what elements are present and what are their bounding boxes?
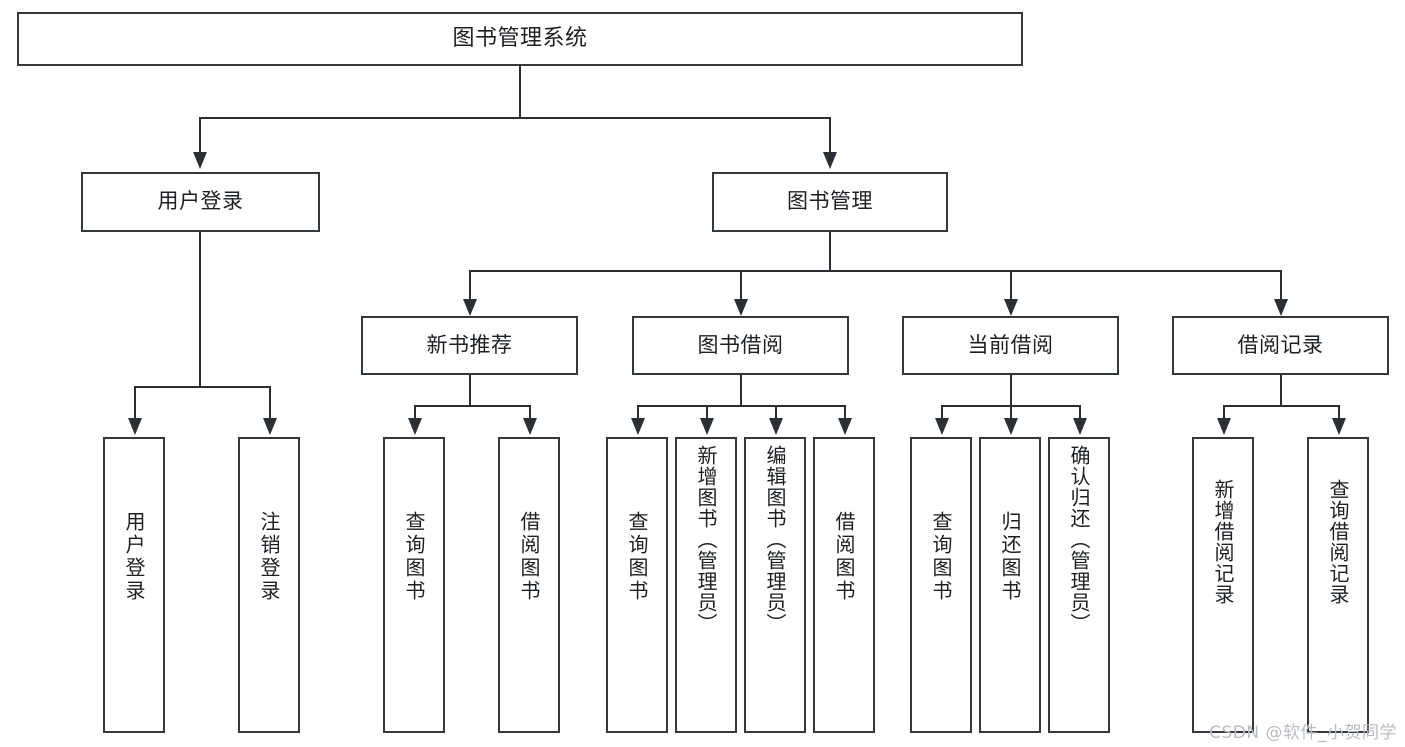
node-user-login[interactable]: 用户登录 [81, 172, 320, 232]
leaf-nbr-query-books[interactable]: 查询图书 [383, 437, 445, 733]
arrowhead-cb-leaf-3 [1073, 418, 1087, 435]
connector-user-login-bar [134, 386, 271, 388]
node-label: 查询借阅记录 [1326, 479, 1350, 605]
arrowhead-book-borrow [734, 299, 748, 316]
connector-cb-to-leaf-1 [941, 405, 943, 420]
leaf-cb-query-books[interactable]: 查询图书 [910, 437, 972, 733]
connector-to-current-borrow [1010, 270, 1012, 302]
node-book-borrow[interactable]: 图书借阅 [632, 316, 849, 375]
connector-br-to-leaf-2 [1338, 405, 1340, 420]
connector-nbr-to-leaf-2 [529, 405, 531, 420]
connector-to-borrow-record [1280, 270, 1282, 302]
node-label: 查询图书 [929, 511, 953, 603]
connector-bb-trunk [740, 375, 742, 405]
connector-book-management-trunk [829, 232, 831, 270]
node-label: 确认归还（管理员） [1067, 445, 1091, 634]
node-label: 归还图书 [998, 511, 1022, 603]
arrowhead-br-leaf-1 [1217, 418, 1231, 435]
leaf-bb-add-book-admin[interactable]: 新增图书（管理员） [675, 437, 737, 733]
connector-bb-to-leaf-3 [775, 405, 777, 420]
connector-cb-to-leaf-2 [1010, 405, 1012, 420]
leaf-br-query-record[interactable]: 查询借阅记录 [1307, 437, 1369, 733]
connector-user-login-to-leaf-1 [134, 386, 136, 420]
watermark-text: CSDN @软件_小贺同学 [1209, 723, 1397, 743]
connector-root-bar [199, 117, 831, 119]
leaf-cb-confirm-return-admin[interactable]: 确认归还（管理员） [1048, 437, 1110, 733]
leaf-bb-borrow-books[interactable]: 借阅图书 [813, 437, 875, 733]
connector-br-to-leaf-1 [1223, 405, 1225, 420]
node-borrow-record[interactable]: 借阅记录 [1172, 316, 1389, 375]
arrowhead-cb-leaf-2 [1004, 418, 1018, 435]
leaf-br-add-record[interactable]: 新增借阅记录 [1192, 437, 1254, 733]
node-label: 查询图书 [402, 511, 426, 603]
connector-br-trunk [1280, 375, 1282, 405]
connector-root-trunk [519, 66, 521, 117]
arrowhead-user-login-leaf-1 [128, 418, 142, 435]
node-label: 借阅图书 [517, 511, 541, 603]
connector-nbr-bar [414, 405, 531, 407]
node-label: 借阅图书 [832, 511, 856, 603]
node-label: 新书推荐 [426, 332, 513, 357]
connector-nbr-trunk [469, 375, 471, 405]
arrowhead-bb-leaf-2 [700, 418, 714, 435]
connector-user-login-trunk [199, 232, 201, 386]
arrowhead-borrow-record [1274, 299, 1288, 316]
connector-root-to-user-login [199, 117, 201, 155]
connector-nbr-to-leaf-1 [414, 405, 416, 420]
leaf-cb-return-books[interactable]: 归还图书 [979, 437, 1041, 733]
connector-cb-to-leaf-3 [1079, 405, 1081, 420]
node-root-book-management-system[interactable]: 图书管理系统 [17, 12, 1023, 66]
connector-bb-to-leaf-4 [844, 405, 846, 420]
leaf-bb-edit-book-admin[interactable]: 编辑图书（管理员） [744, 437, 806, 733]
node-label: 图书管理系统 [452, 25, 588, 51]
arrowhead-new-book-recommend [463, 299, 477, 316]
node-label: 用户登录 [157, 189, 244, 214]
node-label: 图书借阅 [697, 332, 784, 357]
arrowhead-bb-leaf-3 [769, 418, 783, 435]
node-label: 注销登录 [257, 511, 281, 603]
arrowhead-root-to-user-login [193, 152, 207, 169]
connector-bb-to-leaf-1 [637, 405, 639, 420]
node-current-borrow[interactable]: 当前借阅 [902, 316, 1119, 375]
node-label: 当前借阅 [967, 332, 1054, 357]
connector-bb-bar [637, 405, 845, 407]
node-label: 借阅记录 [1237, 332, 1324, 357]
leaf-bb-query-books[interactable]: 查询图书 [606, 437, 668, 733]
node-label: 查询图书 [625, 511, 649, 603]
node-label: 新增借阅记录 [1211, 479, 1235, 605]
connector-root-to-book-management [829, 117, 831, 155]
arrowhead-root-to-book-management [823, 152, 837, 169]
connector-to-book-borrow [740, 270, 742, 302]
connector-user-login-to-leaf-2 [269, 386, 271, 420]
connector-to-new-book-recommend [469, 270, 471, 302]
node-label: 图书管理 [787, 189, 873, 214]
connector-br-bar [1223, 405, 1340, 407]
leaf-user-login-signin[interactable]: 用户登录 [103, 437, 165, 733]
node-label: 编辑图书（管理员） [763, 445, 787, 634]
arrowhead-current-borrow [1004, 299, 1018, 316]
arrowhead-nbr-leaf-1 [408, 418, 422, 435]
connector-bb-to-leaf-2 [706, 405, 708, 420]
node-book-management[interactable]: 图书管理 [712, 172, 948, 232]
arrowhead-nbr-leaf-2 [523, 418, 537, 435]
node-label: 用户登录 [122, 511, 146, 603]
arrowhead-br-leaf-2 [1332, 418, 1346, 435]
arrowhead-user-login-leaf-2 [263, 418, 277, 435]
connector-level3-bar [469, 270, 1281, 272]
leaf-nbr-borrow-books[interactable]: 借阅图书 [498, 437, 560, 733]
connector-cb-trunk [1010, 375, 1012, 405]
arrowhead-cb-leaf-1 [935, 418, 949, 435]
node-new-book-recommend[interactable]: 新书推荐 [361, 316, 578, 375]
arrowhead-bb-leaf-1 [631, 418, 645, 435]
arrowhead-bb-leaf-4 [838, 418, 852, 435]
node-label: 新增图书（管理员） [694, 445, 718, 634]
leaf-user-login-signout[interactable]: 注销登录 [238, 437, 300, 733]
